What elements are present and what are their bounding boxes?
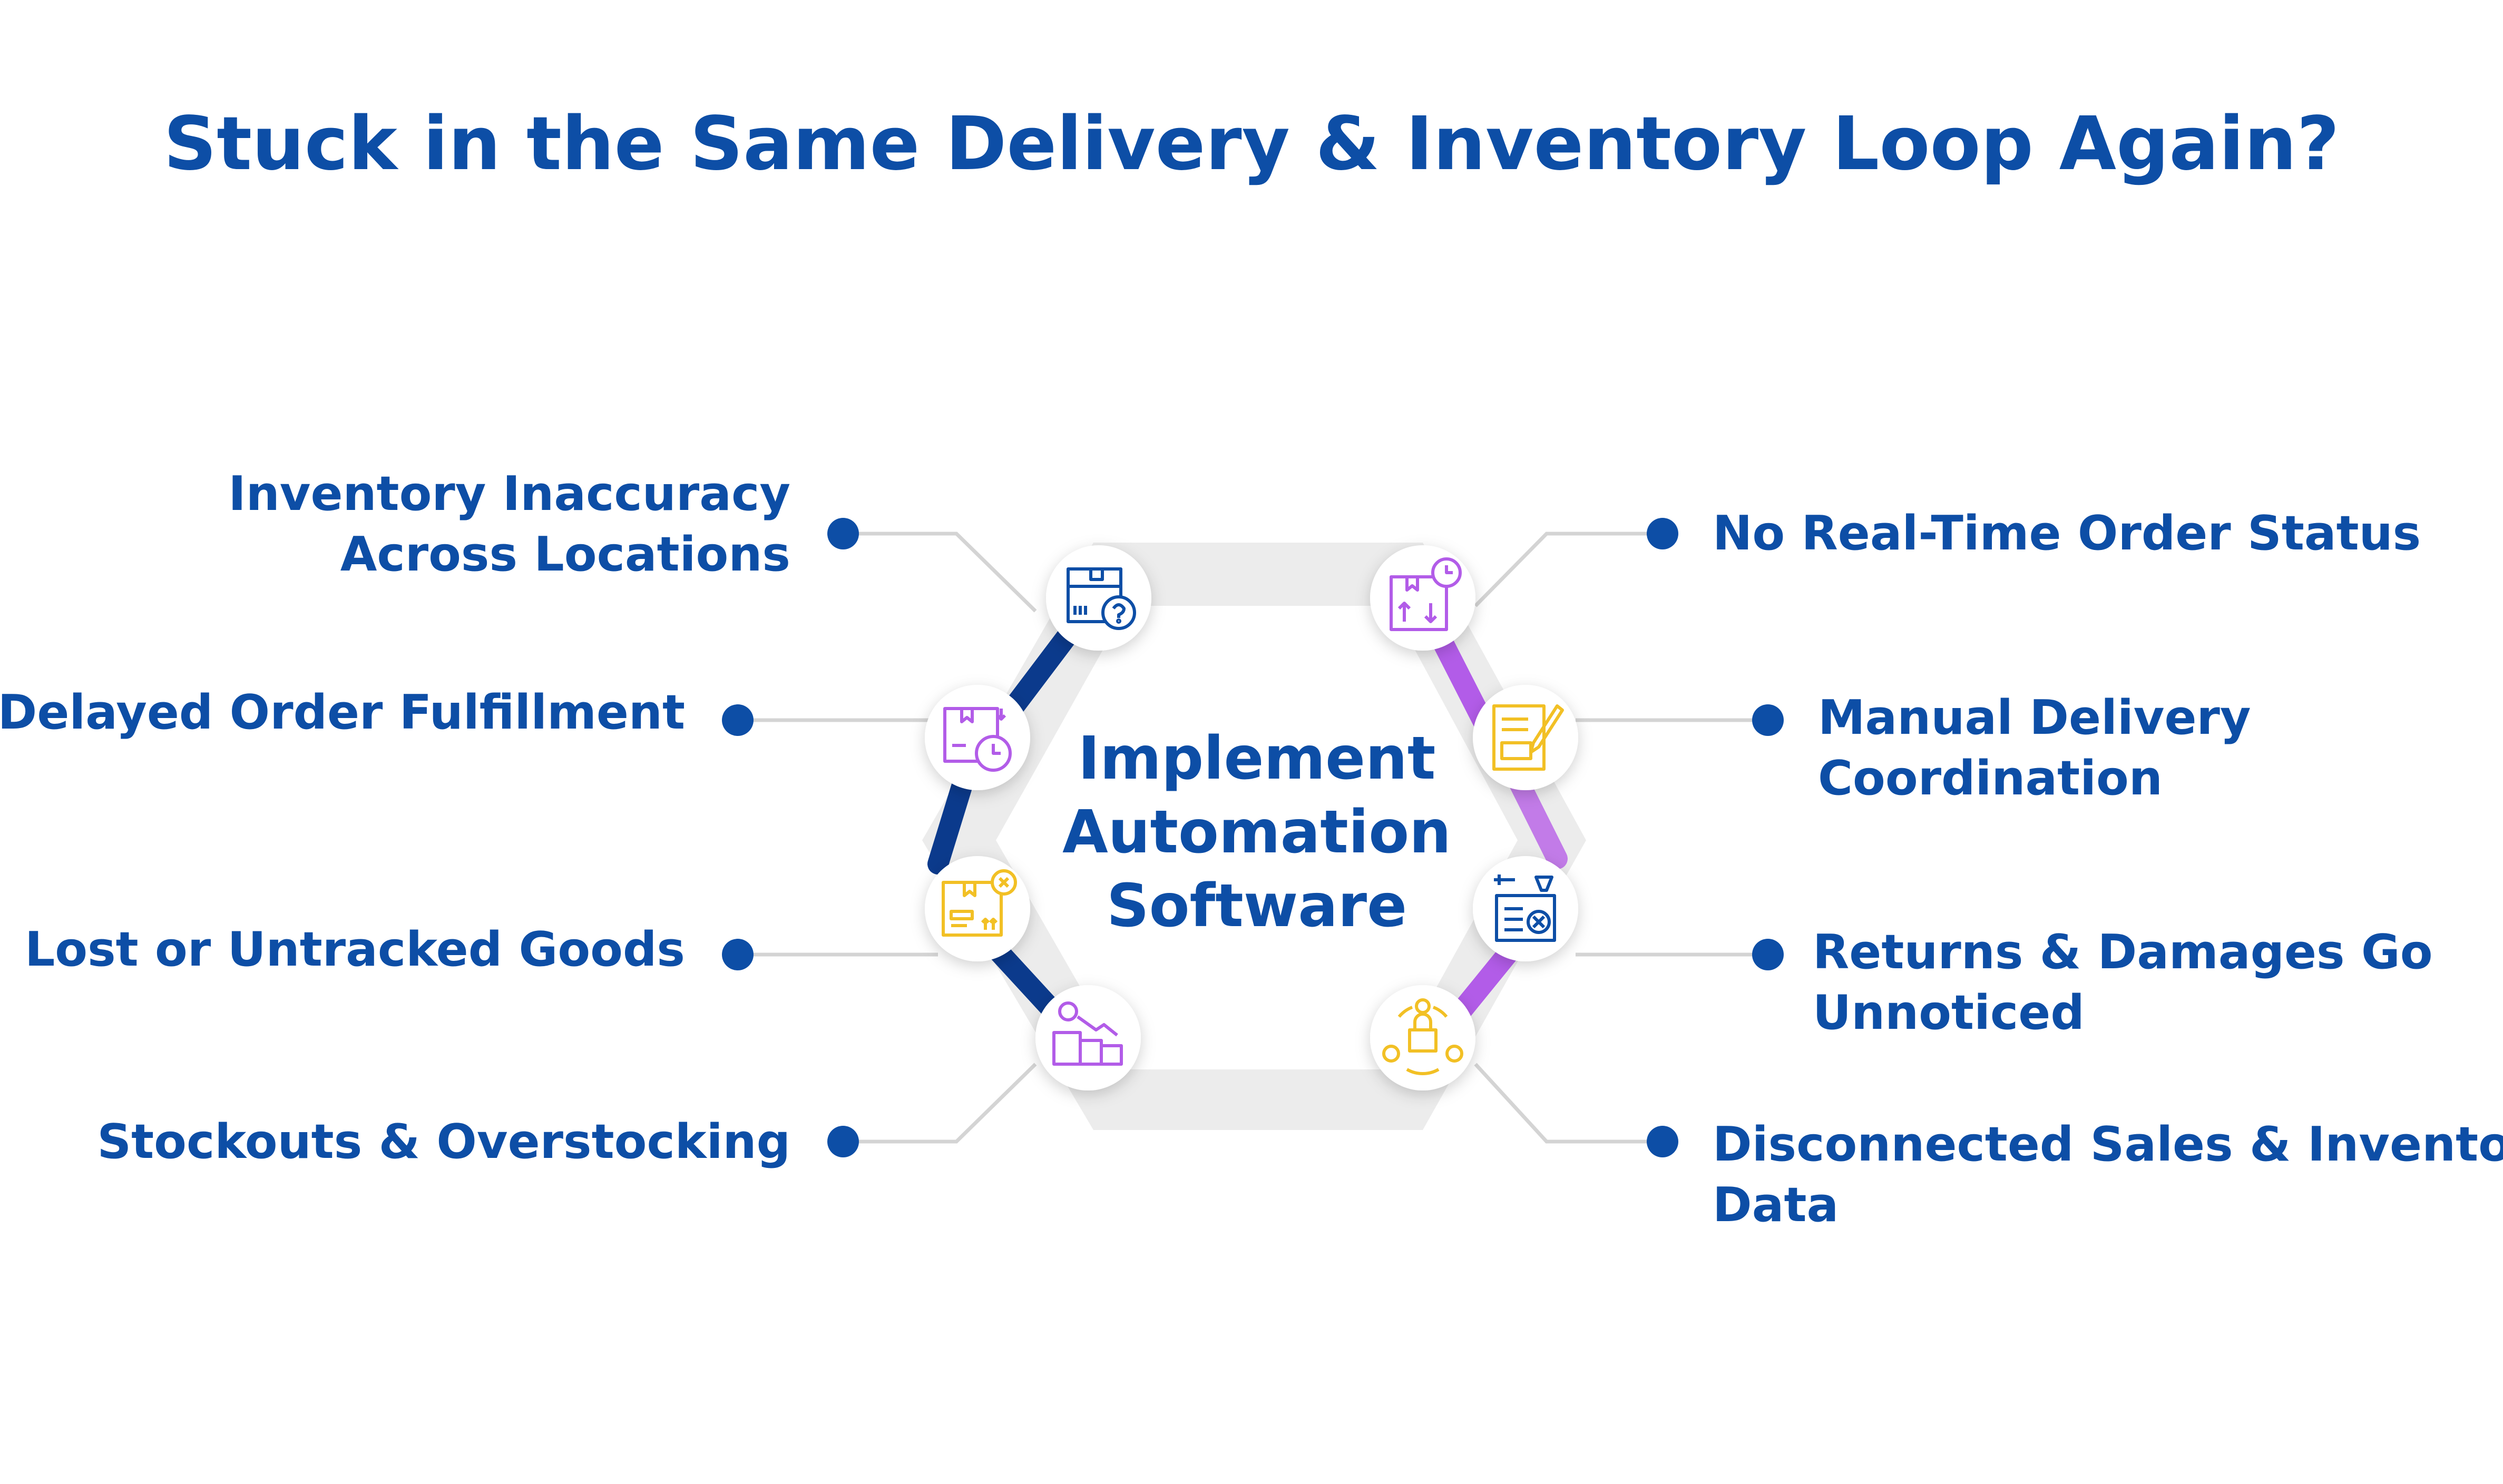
challenge-line: No Real-Time Order Status: [1713, 506, 2421, 561]
center-label-line: Software: [1106, 872, 1407, 940]
dot-left-2: [722, 704, 754, 736]
checklist-pencil-icon: [1473, 685, 1578, 790]
segment-right-mid: [1507, 769, 1568, 869]
box-time-arrows-icon: [1370, 545, 1475, 651]
challenge-line: Lost or Untracked Goods: [24, 922, 685, 977]
challenge-lost-goods: Lost or Untracked Goods: [25, 919, 685, 980]
challenge-line: Data: [1713, 1177, 1839, 1233]
dot-left-4: [827, 1126, 859, 1157]
challenge-line: Inventory Inaccuracy: [228, 466, 790, 522]
dot-left-3: [722, 939, 754, 970]
challenge-line: Returns & Damages Go: [1813, 925, 2433, 980]
box-location-question-icon: [1046, 545, 1151, 651]
center-label: Implement Automation Software: [1054, 722, 1460, 943]
challenge-line: Manual Delivery: [1818, 690, 2251, 745]
hexagon-inner: [996, 606, 1518, 1069]
box-missing-icon: [925, 856, 1030, 961]
challenge-stockouts: Stockouts & Overstocking: [97, 1112, 790, 1172]
boxes-dollar-decline-icon: [1035, 985, 1141, 1090]
dot-left-1: [827, 518, 859, 549]
connector-left-1: [843, 532, 1037, 613]
connector-right-1: [1474, 532, 1663, 607]
challenge-line: Delayed Order Fulfillment: [0, 685, 685, 740]
challenge-inventory-inaccuracy: Inventory Inaccuracy Across Locations: [228, 464, 790, 585]
challenge-line: Coordination: [1818, 751, 2163, 806]
icon-nodes: [925, 545, 1578, 1090]
challenge-delayed-fulfillment: Delayed Order Fulfillment: [0, 682, 685, 743]
connector-right-4: [1474, 1063, 1663, 1144]
challenge-returns-damages: Returns & Damages Go Unnoticed: [1813, 922, 2433, 1043]
tools-damaged-box-icon: [1473, 856, 1578, 961]
connectors: [738, 532, 1768, 1144]
dot-right-2: [1752, 704, 1784, 736]
challenge-line: Disconnected Sales & Inventory: [1713, 1117, 2503, 1172]
page-title: Stuck in the Same Delivery & Inventory L…: [163, 101, 2340, 187]
dot-right-3: [1752, 939, 1784, 970]
center-label-line: Implement: [1078, 724, 1436, 793]
challenge-disconnected-data: Disconnected Sales & Inventory Data: [1713, 1114, 2503, 1235]
disconnected-cycle-icon: [1370, 985, 1475, 1090]
center-label-line: Automation: [1062, 798, 1451, 867]
dot-right-1: [1647, 518, 1678, 549]
dot-right-4: [1647, 1126, 1678, 1157]
connector-dots: [722, 518, 1784, 1157]
challenge-line: Across Locations: [340, 527, 790, 582]
challenge-no-realtime-status: No Real-Time Order Status: [1713, 503, 2421, 564]
box-clock-icon: [925, 685, 1030, 790]
challenge-manual-delivery: Manual Delivery Coordination: [1818, 687, 2251, 809]
challenge-line: Unnoticed: [1813, 985, 2085, 1040]
connector-left-4: [843, 1063, 1037, 1144]
challenge-line: Stockouts & Overstocking: [97, 1114, 790, 1169]
